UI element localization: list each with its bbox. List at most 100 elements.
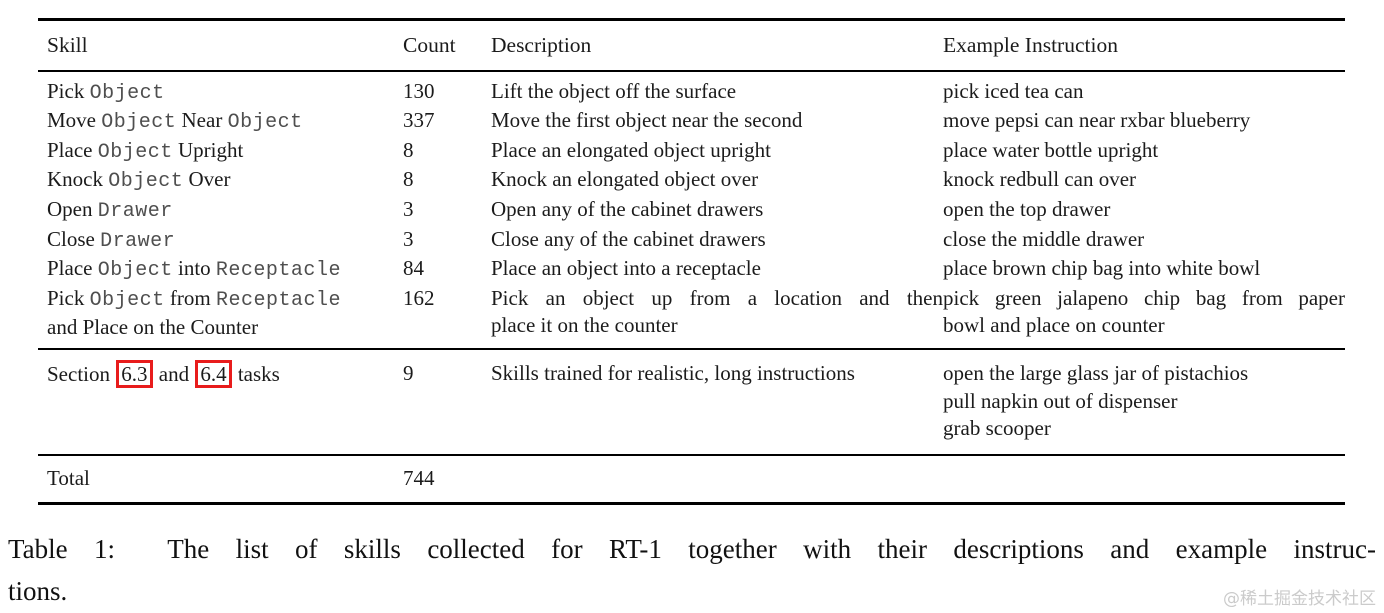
skill-placeholder: Object (89, 288, 165, 312)
example-line: pick green jalapeno chip bag from paper (943, 285, 1345, 310)
skill-cell: Close Drawer (38, 226, 403, 256)
table-header-row: Skill Count Description Example Instruct… (38, 21, 1345, 70)
table-caption: Table 1: The list of skills collected fo… (8, 528, 1376, 612)
skill-cell: Pick Object (38, 78, 403, 108)
description-cell: Close any of the cabinet drawers (491, 226, 766, 251)
skill-text: Knock (47, 167, 109, 192)
table-row: Move Object Near Object 337 Move the fir… (38, 107, 1345, 137)
description-cell: Place an elongated object upright (491, 137, 771, 162)
skill-placeholder: Object (108, 170, 184, 194)
section-6-4-link[interactable]: 6.4 (195, 359, 232, 388)
count-cell: 162 (403, 285, 435, 310)
example-line: open the large glass jar of pistachios (943, 360, 1249, 385)
skill-text: Open (47, 196, 98, 221)
skill-cell: Place Object into Receptacle (38, 255, 403, 285)
example-cell: open the large glass jar of pistachios p… (943, 360, 1345, 443)
skill-text: Pick (47, 78, 90, 103)
skill-text: into (172, 256, 216, 281)
column-header-count: Count (403, 33, 456, 57)
example-cell: close the middle drawer (943, 226, 1145, 251)
table-row: Knock Object Over 8 Knock an elongated o… (38, 166, 1345, 196)
total-count: 744 (403, 465, 435, 490)
skill-cell: Pick Object from Receptacle and Place on… (38, 285, 403, 342)
example-cell: pick green jalapeno chip bag from paper … (943, 285, 1345, 340)
skill-cell: Section 6.3 and 6.4 tasks (38, 359, 403, 389)
skill-text: Close (47, 226, 101, 251)
skill-placeholder: Object (89, 81, 165, 105)
example-line: pull napkin out of dispenser (943, 388, 1178, 413)
skill-cell: Move Object Near Object (38, 107, 403, 137)
table-row: Place Object into Receptacle 84 Place an… (38, 255, 1345, 285)
example-cell: open the top drawer (943, 196, 1111, 221)
table-body: Pick Object 130 Lift the object off the … (38, 72, 1345, 348)
skill-placeholder: Receptacle (215, 288, 341, 312)
skill-cell: Place Object Upright (38, 137, 403, 167)
skill-placeholder: Drawer (97, 199, 173, 223)
skill-placeholder: Object (97, 259, 173, 283)
skill-text: Place (47, 137, 98, 162)
count-cell: 337 (403, 108, 435, 133)
skill-text: Move (47, 108, 102, 133)
example-cell: move pepsi can near rxbar blueberry (943, 108, 1251, 133)
description-cell: Knock an elongated object over (491, 167, 759, 192)
column-header-example: Example Instruction (943, 33, 1118, 57)
total-row: Total 744 (38, 456, 1345, 503)
count-cell: 3 (403, 226, 414, 251)
skill-text: and Place on the Counter (47, 315, 259, 340)
skill-text: Near (176, 108, 228, 133)
pre-total-rule (38, 453, 1345, 456)
skill-text: Pick (47, 285, 90, 310)
table-row: Pick Object 130 Lift the object off the … (38, 78, 1345, 108)
watermark-text: @稀土掘金技术社区 (1223, 589, 1376, 609)
total-label: Total (47, 465, 90, 490)
example-line: bowl and place on counter (943, 313, 1165, 338)
count-cell: 8 (403, 137, 414, 162)
mid-rule (38, 347, 1345, 350)
description-cell: Skills trained for realistic, long instr… (491, 360, 855, 385)
description-line: place it on the counter (491, 313, 678, 338)
skill-text: Upright (172, 137, 244, 162)
example-cell: pick iced tea can (943, 78, 1084, 103)
skill-placeholder: Object (227, 111, 303, 135)
table-row: Close Drawer 3 Close any of the cabinet … (38, 226, 1345, 256)
skills-table: Skill Count Description Example Instruct… (38, 18, 1345, 506)
description-cell: Move the first object near the second (491, 108, 803, 133)
caption-line: Table 1: The list of skills collected fo… (8, 534, 1376, 564)
skill-placeholder: Drawer (100, 229, 176, 253)
skill-placeholder: Object (101, 111, 177, 135)
column-header-skill: Skill (47, 33, 88, 57)
count-cell: 9 (403, 360, 414, 385)
caption-line: tions. (8, 576, 68, 606)
bottom-rule (38, 502, 1345, 506)
skill-text: tasks (232, 361, 280, 386)
skill-text: from (164, 285, 216, 310)
table-row: Pick Object from Receptacle and Place on… (38, 285, 1345, 342)
column-header-description: Description (491, 33, 592, 57)
example-cell: knock redbull can over (943, 167, 1137, 192)
example-line: grab scooper (943, 416, 1051, 441)
table-row: Open Drawer 3 Open any of the cabinet dr… (38, 196, 1345, 226)
section-6-3-link[interactable]: 6.3 (116, 359, 153, 388)
count-cell: 8 (403, 167, 414, 192)
description-cell: Pick an object up from a location and th… (491, 285, 943, 340)
skill-placeholder: Receptacle (215, 259, 341, 283)
count-cell: 3 (403, 196, 414, 221)
skill-text: Place (47, 256, 98, 281)
skill-cell: Knock Object Over (38, 166, 403, 196)
skill-text: and (153, 361, 195, 386)
count-cell: 130 (403, 78, 435, 103)
skill-cell: Open Drawer (38, 196, 403, 226)
section-tasks-row: Section 6.3 and 6.4 tasks 9 Skills train… (38, 350, 1345, 454)
top-rule (38, 18, 1345, 21)
description-cell: Lift the object off the surface (491, 78, 737, 103)
example-cell: place water bottle upright (943, 137, 1159, 162)
count-cell: 84 (403, 256, 424, 281)
example-cell: place brown chip bag into white bowl (943, 256, 1261, 281)
description-cell: Place an object into a receptacle (491, 256, 761, 281)
skill-text: Section (47, 361, 116, 386)
description-line: Pick an object up from a location and th… (491, 285, 943, 310)
table-row: Place Object Upright 8 Place an elongate… (38, 137, 1345, 167)
skill-text: Over (183, 167, 231, 192)
skill-placeholder: Object (97, 140, 173, 164)
description-cell: Open any of the cabinet drawers (491, 196, 764, 221)
